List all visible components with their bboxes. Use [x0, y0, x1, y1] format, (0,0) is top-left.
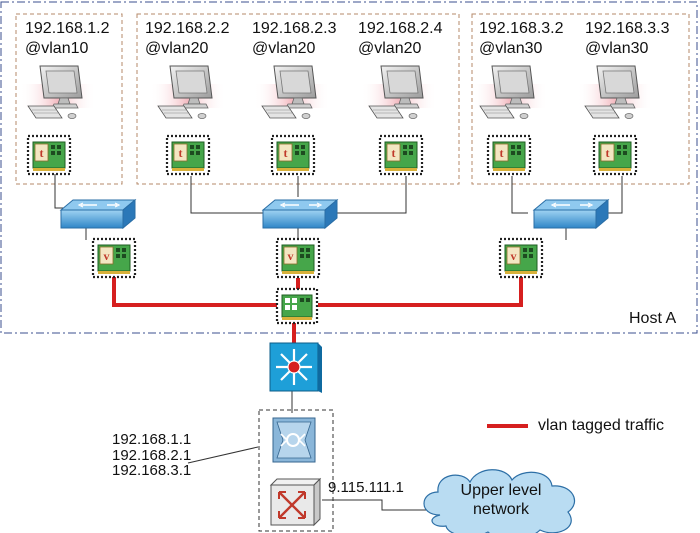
- vlan-nic-icon: v: [91, 237, 137, 279]
- host-a-label: Host A: [629, 310, 677, 327]
- computer-icon: [360, 65, 438, 119]
- cloud-label-line2: network: [472, 501, 530, 518]
- svg-text:t: t: [606, 146, 610, 160]
- host-nic-icon: t: [378, 134, 424, 176]
- uplink-ip-label: 9.115.111.1: [328, 479, 404, 496]
- vlan-nic-icon: v: [498, 237, 544, 279]
- host-ip-label: 192.168.3.2: [479, 20, 564, 37]
- router-icon: [272, 417, 316, 463]
- computer-icon: [471, 65, 549, 119]
- host-nic-icon: t: [592, 134, 638, 176]
- cloud-icon: [423, 469, 575, 533]
- host-ip-label: 192.168.2.2: [145, 20, 230, 37]
- host-vlan-label: @vlan30: [585, 40, 649, 57]
- gateway-ip-label: 192.168.1.1: [112, 431, 192, 448]
- gateway-router-icon: [269, 477, 322, 527]
- host-vlan-label: @vlan20: [358, 40, 422, 57]
- svg-text:t: t: [284, 146, 288, 160]
- host-ip-label: 192.168.1.2: [25, 20, 110, 37]
- computer-icon: [576, 65, 654, 119]
- svg-text:t: t: [500, 146, 504, 160]
- svg-text:v: v: [511, 249, 517, 263]
- gateway-group: [258, 409, 334, 532]
- gateway-ip-label: 192.168.3.1: [112, 462, 192, 479]
- svg-text:t: t: [392, 146, 396, 160]
- host-ip-label: 192.168.2.3: [252, 20, 337, 37]
- vlan-tagged-links: [112, 275, 523, 343]
- cloud-label: Upper level network: [436, 481, 566, 519]
- host-nic-icon: t: [26, 134, 72, 176]
- vlan10-group: [15, 13, 123, 185]
- legend-label: vlan tagged traffic: [538, 417, 665, 434]
- vlan-nic-icon: v: [275, 237, 321, 279]
- svg-text:v: v: [288, 249, 294, 263]
- host-vlan-label: @vlan30: [479, 40, 543, 57]
- host-vlan-label: @vlan20: [252, 40, 316, 57]
- host-vlan-label: @vlan20: [145, 40, 209, 57]
- trunk-nic-icon: [275, 287, 319, 325]
- gateway-ip-label: 192.168.2.1: [112, 447, 192, 464]
- host-a-boundary: [0, 1, 698, 334]
- host-nic-icon: t: [270, 134, 316, 176]
- svg-text:v: v: [104, 249, 110, 263]
- computer-icon: [253, 65, 331, 119]
- vlan-switch-icon: [262, 199, 338, 229]
- cloud-label-line1: Upper level: [460, 482, 542, 499]
- vlan-switch-icon: [60, 199, 136, 229]
- host-nic-icon: t: [165, 134, 211, 176]
- host-nic-icon: t: [486, 134, 532, 176]
- host-vlan-label: @vlan10: [25, 40, 89, 57]
- vlan-switch-icon: [533, 199, 609, 229]
- computer-icon: [149, 65, 227, 119]
- computer-icon: [19, 65, 97, 119]
- host-ip-label: 192.168.3.3: [585, 20, 670, 37]
- svg-text:t: t: [40, 146, 44, 160]
- svg-text:t: t: [179, 146, 183, 160]
- host-ip-label: 192.168.2.4: [358, 20, 443, 37]
- layer3-switch-icon: [269, 342, 322, 393]
